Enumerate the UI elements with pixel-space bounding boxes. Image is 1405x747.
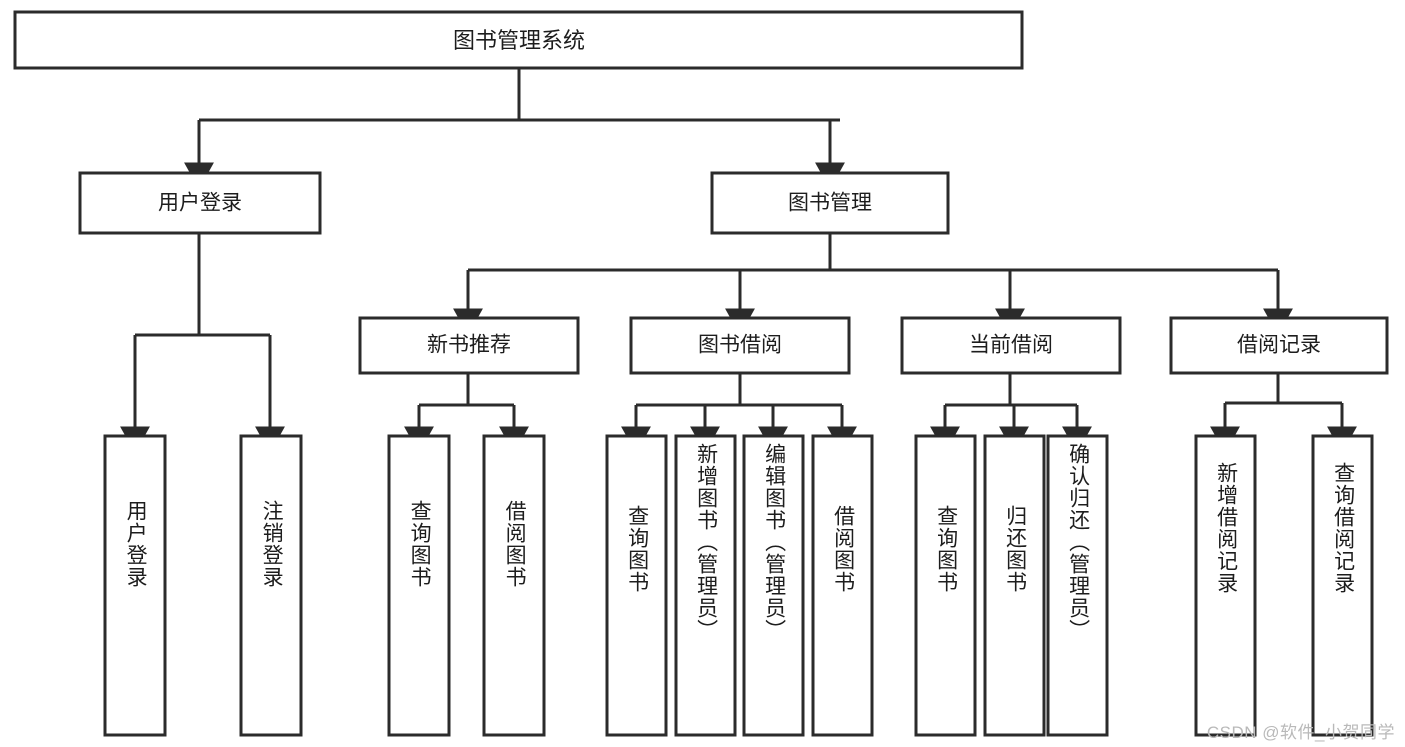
node-current-borrow-box[interactable]	[900, 316, 1122, 375]
node-user-login-label: 用户登录	[158, 192, 242, 215]
node-leaf-borrow-book-2-box[interactable]	[811, 434, 874, 737]
node-leaf-query-book-3-box[interactable]	[914, 434, 977, 737]
node-new-book-rec-box[interactable]	[358, 316, 580, 375]
node-new-book-rec-label: 新书推荐	[427, 334, 511, 357]
node-leaf-query-record-box[interactable]	[1311, 434, 1374, 737]
node-root-label: 图书管理系统	[453, 28, 585, 53]
connectors-layer	[120, 68, 1357, 454]
node-current-borrow-label: 当前借阅	[969, 334, 1053, 357]
labels-layer: 图书管理系统 用户登录 图书管理 新书推荐 图书借阅 当前借阅 借阅记录	[158, 28, 1321, 357]
node-user-login-box[interactable]	[78, 171, 322, 235]
node-leaf-add-book-box[interactable]	[674, 434, 737, 737]
node-leaf-confirm-return-box[interactable]	[1046, 434, 1109, 737]
node-leaf-add-record-box[interactable]	[1194, 434, 1257, 737]
node-leaf-logout-login-box[interactable]	[239, 434, 303, 737]
nodes-layer	[13, 10, 1389, 737]
node-book-manage-label: 图书管理	[788, 192, 872, 215]
node-leaf-borrow-book-1-box[interactable]	[482, 434, 546, 737]
node-leaf-edit-book-box[interactable]	[742, 434, 805, 737]
node-borrow-record-box[interactable]	[1169, 316, 1389, 375]
node-leaf-return-book-box[interactable]	[983, 434, 1046, 737]
node-book-manage-box[interactable]	[710, 171, 950, 235]
node-leaf-query-book-1-box[interactable]	[387, 434, 451, 737]
node-borrow-record-label: 借阅记录	[1237, 334, 1321, 357]
node-book-borrow-label: 图书借阅	[698, 334, 782, 357]
node-root-box[interactable]	[13, 10, 1024, 70]
node-leaf-query-book-2-box[interactable]	[605, 434, 668, 737]
node-book-borrow-box[interactable]	[629, 316, 851, 375]
node-leaf-user-login-box[interactable]	[103, 434, 167, 737]
csdn-watermark: CSDN @软件_小贺同学	[1206, 723, 1395, 742]
